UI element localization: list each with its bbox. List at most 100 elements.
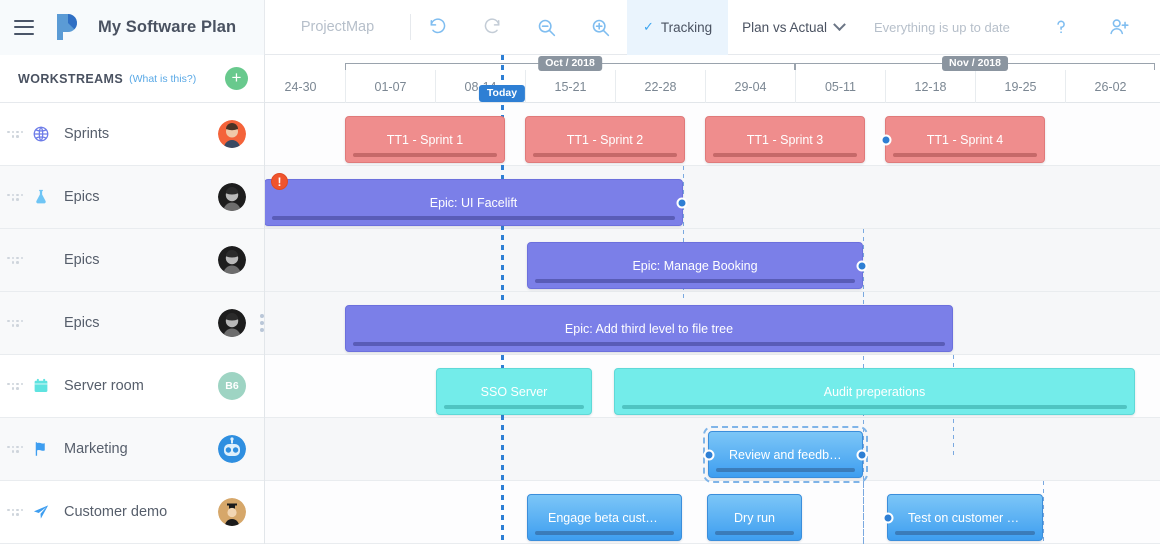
drag-handle-icon[interactable] <box>6 508 24 516</box>
avatar[interactable] <box>218 435 246 463</box>
help-question-icon[interactable] <box>1034 0 1088 55</box>
sidebar-item-customer-demo[interactable]: Customer demo <box>0 481 264 544</box>
undo-icon[interactable] <box>411 0 465 55</box>
dependency-dot-right[interactable] <box>856 449 868 460</box>
progress-bar <box>622 405 1127 409</box>
sidebar-item-server-room[interactable]: Server room B6 <box>0 355 264 418</box>
avatar-initials-text: B6 <box>218 372 246 400</box>
timeline-week-label: 12-18 <box>885 70 975 103</box>
bar-label: Epic: UI Facelift <box>429 195 518 210</box>
avatar[interactable] <box>218 120 246 148</box>
tracking-toggle[interactable]: ✓ Tracking <box>627 0 729 55</box>
progress-bar <box>353 153 497 157</box>
epic-file-tree[interactable]: Epic: Add third level to file tree <box>345 305 953 352</box>
flag-icon <box>24 440 58 458</box>
timeline-week-label: 05-11 <box>795 70 885 103</box>
dependency-dot-right[interactable] <box>676 197 688 208</box>
sprint-2[interactable]: TT1 - Sprint 2 <box>525 116 685 163</box>
timeline-body[interactable]: TT1 - Sprint 1 TT1 - Sprint 2 TT1 - Sprint… <box>265 55 1160 544</box>
sidebar-item-marketing[interactable]: Marketing <box>0 418 264 481</box>
sidebar-item-sprints[interactable]: Sprints <box>0 103 264 166</box>
task-test-on-customer-site[interactable]: Test on customer site <box>882 494 1043 541</box>
dependency-link <box>1043 481 1044 544</box>
today-line <box>501 55 504 544</box>
redo-icon[interactable] <box>465 0 519 55</box>
add-workstream-button[interactable]: + <box>225 67 248 90</box>
task-engage-beta-customers[interactable]: Engage beta customers <box>527 494 682 541</box>
progress-bar <box>353 342 945 346</box>
tab-projectmap[interactable]: ProjectMap <box>300 19 375 35</box>
sync-status-text: Everything is up to date <box>873 19 1010 35</box>
timeline-panel: 24-3001-0708-1415-2122-2829-0405-1112-18… <box>265 55 1160 544</box>
drag-handle-icon[interactable] <box>6 445 24 453</box>
sidebar-item-epics[interactable]: Epics <box>0 166 264 229</box>
zoom-out-icon[interactable] <box>519 0 573 55</box>
sprint-4[interactable]: TT1 - Sprint 4 <box>880 116 1045 163</box>
what-is-this-link[interactable]: (What is this?) <box>129 72 197 85</box>
dependency-dot-left[interactable] <box>703 449 715 460</box>
dependency-dot-left[interactable] <box>880 134 892 145</box>
timeline-header: 24-3001-0708-1415-2122-2829-0405-1112-18… <box>265 55 1160 103</box>
progress-bar <box>444 405 584 409</box>
epic-ui-facelift[interactable]: Epic: UI Facelift! <box>265 173 688 226</box>
bar-label: SSO Server <box>480 384 548 399</box>
bar-label: Review and feedback <box>729 447 849 462</box>
add-user-icon[interactable] <box>1092 0 1146 55</box>
task-dry-run[interactable]: Dry run <box>707 494 802 541</box>
timeline-week-label: 22-28 <box>615 70 705 103</box>
placker-p-logo[interactable] <box>48 10 82 44</box>
task-audit-preperations[interactable]: Audit preperations <box>614 368 1135 415</box>
drag-handle-icon[interactable] <box>6 193 24 201</box>
drag-handle-icon[interactable] <box>6 130 24 138</box>
sprint-1[interactable]: TT1 - Sprint 1 <box>345 116 505 163</box>
progress-bar <box>716 468 855 472</box>
progress-bar <box>713 153 857 157</box>
drag-handle-icon[interactable] <box>6 382 24 390</box>
timeline-week-label: 01-07 <box>345 70 435 103</box>
avatar[interactable] <box>218 183 246 211</box>
bar-label: Test on customer site <box>908 510 1027 525</box>
progress-bar <box>535 279 855 283</box>
toolbar-right-actions <box>1034 0 1160 55</box>
bar-label: TT1 - Sprint 4 <box>926 132 1004 147</box>
sidebar-item-label: Server room <box>64 378 144 394</box>
sidebar-item-label: Epics <box>64 189 100 205</box>
task-sso-server[interactable]: SSO Server <box>436 368 592 415</box>
epic-manage-booking[interactable]: Epic: Manage Booking <box>527 242 868 289</box>
toolbar-divider <box>410 14 411 40</box>
avatar[interactable] <box>218 498 246 526</box>
sprint-3[interactable]: TT1 - Sprint 3 <box>705 116 865 163</box>
timeline-week-label: 29-04 <box>705 70 795 103</box>
top-toolbar: My Software Plan ProjectMap ✓ <box>0 0 1160 55</box>
avatar[interactable] <box>218 309 246 337</box>
task-review-and-feedback[interactable]: Review and feedback <box>703 426 868 483</box>
zoom-in-icon[interactable] <box>573 0 627 55</box>
today-badge: Today <box>478 85 526 102</box>
month-badge: Nov / 2018 <box>942 56 1008 71</box>
check-icon: ✓ <box>643 19 654 34</box>
view-mode-value: Plan vs Actual <box>742 19 827 35</box>
bar-label: TT1 - Sprint 2 <box>566 132 644 147</box>
alert-badge-icon[interactable]: ! <box>271 173 288 190</box>
avatar[interactable]: B6 <box>218 372 246 400</box>
row-more-icon[interactable] <box>260 314 264 332</box>
avatar[interactable] <box>218 246 246 274</box>
month-badge: Oct / 2018 <box>538 56 602 71</box>
bar-label: Epic: Manage Booking <box>632 258 758 273</box>
drag-handle-icon[interactable] <box>6 319 24 327</box>
progress-bar <box>535 531 674 535</box>
sidebar-item-label: Epics <box>64 315 100 331</box>
view-mode-select[interactable]: Plan vs Actual <box>728 0 858 55</box>
timeline-week-label: 19-25 <box>975 70 1065 103</box>
sidebar-item-epics[interactable]: Epics <box>0 229 264 292</box>
bar-label: TT1 - Sprint 1 <box>386 132 464 147</box>
globe-icon <box>24 125 58 143</box>
workstreams-title: WORKSTREAMS <box>18 71 124 86</box>
dependency-dot-left[interactable] <box>882 512 894 523</box>
drag-handle-icon[interactable] <box>6 256 24 264</box>
dependency-dot-right[interactable] <box>856 260 868 271</box>
hamburger-icon[interactable] <box>14 19 34 35</box>
sidebar-item-epics[interactable]: Epics <box>0 292 264 355</box>
